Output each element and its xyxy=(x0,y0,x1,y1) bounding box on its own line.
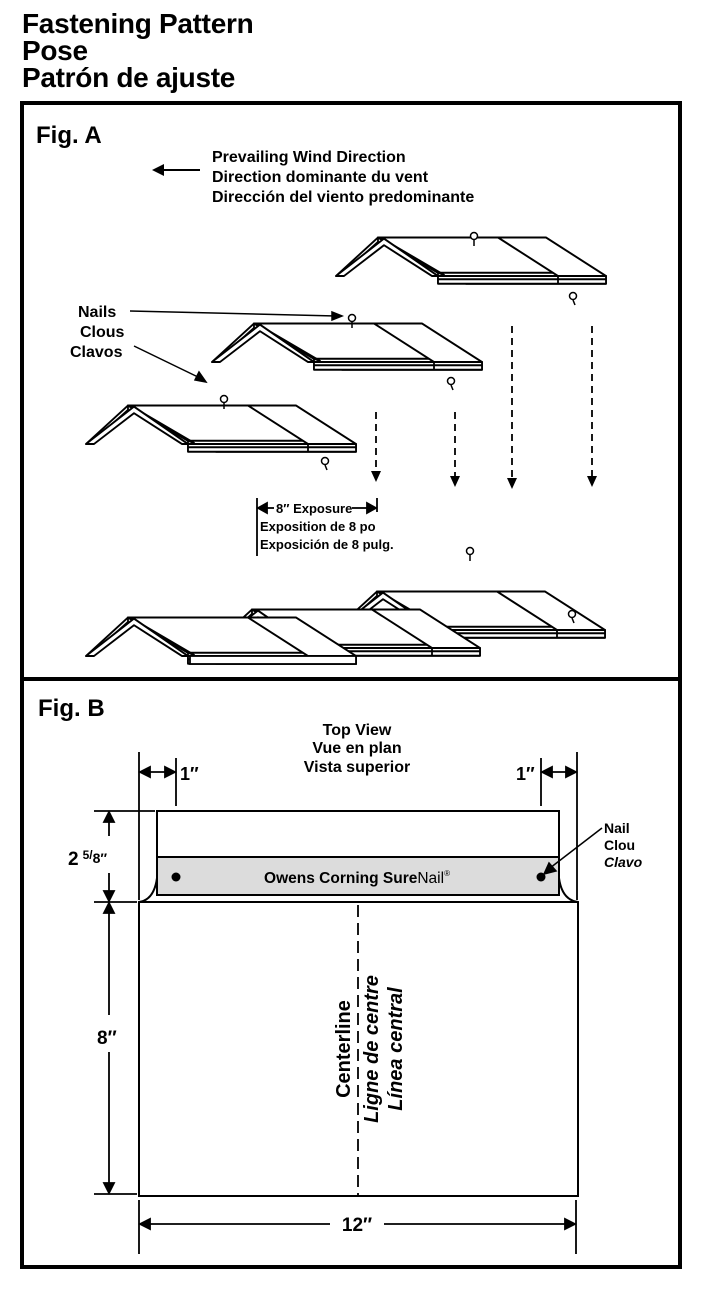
top-view-fr: Vue en plan xyxy=(312,740,401,757)
right-margin-label: 1″ xyxy=(516,764,535,784)
lower-height-label: 8″ xyxy=(97,1028,117,1049)
exposure-label-en: 8″ Exposure xyxy=(276,501,352,516)
nail-label-fr: Clou xyxy=(604,837,635,853)
fig-b-panel: Fig. B Top View Vue en plan Vista superi… xyxy=(20,677,682,1269)
nails-label-es: Clavos xyxy=(70,344,123,361)
title-en: Fastening Pattern xyxy=(22,8,254,39)
lower-height-dimension xyxy=(94,900,137,1196)
wind-direction-es: Dirección del viento predominante xyxy=(212,189,474,206)
fig-a-panel: Fig. A Prevailing Wind Direction Directi… xyxy=(20,101,682,681)
wind-direction-en: Prevailing Wind Direction xyxy=(212,149,406,166)
right-margin-dimension xyxy=(539,752,579,900)
exposure-dimension xyxy=(256,498,378,556)
cap-shingle-middle xyxy=(211,313,483,391)
drop-arrowheads xyxy=(371,471,597,489)
width-label: 12″ xyxy=(342,1215,372,1236)
nails-leader-lines xyxy=(129,310,345,384)
fig-a-label: Fig. A xyxy=(36,122,102,149)
nail-strip xyxy=(156,856,560,896)
centerline-en: Centerline xyxy=(333,1000,355,1098)
top-view-es: Vista superior xyxy=(304,759,410,776)
wind-direction-fr: Direction dominante du vent xyxy=(212,169,429,186)
drop-lines xyxy=(375,326,593,480)
top-view-en: Top View xyxy=(323,722,392,739)
assembled-caps xyxy=(85,546,606,665)
cap-shingle-top xyxy=(335,231,607,306)
nail-callout xyxy=(542,827,603,876)
left-margin-dimension xyxy=(137,752,178,900)
wind-direction-arrow xyxy=(152,164,200,176)
nails-label-en: Nails xyxy=(78,304,116,321)
exposure-label-fr: Exposition de 8 po xyxy=(260,519,376,534)
left-margin-label: 1″ xyxy=(180,764,199,784)
nails-label-fr: Clous xyxy=(80,324,125,341)
title-fr: Pose xyxy=(22,35,88,66)
upper-height-dimension xyxy=(94,809,155,904)
title-es: Patrón de ajuste xyxy=(22,62,236,93)
centerline-label: Centerline Ligne de centre Línea central xyxy=(333,975,407,1123)
centerline-fr: Ligne de centre xyxy=(361,975,383,1123)
width-dimension xyxy=(137,1200,578,1254)
nail-label-en: Nail xyxy=(604,820,630,836)
nail-label-es: Clavo xyxy=(604,854,643,870)
fig-a-diagram: Fig. A Prevailing Wind Direction Directi… xyxy=(36,122,607,665)
cap-shingle-bottom xyxy=(85,394,357,471)
fig-b-diagram: Fig. B Top View Vue en plan Vista superi… xyxy=(38,695,643,1254)
fig-b-label: Fig. B xyxy=(38,695,105,722)
exposure-label-es: Exposición de 8 pulg. xyxy=(260,537,394,552)
nail-strip-brand: Owens Corning SureNail® xyxy=(264,869,450,887)
centerline-es: Línea central xyxy=(385,987,407,1111)
nail-point-left xyxy=(171,872,181,882)
